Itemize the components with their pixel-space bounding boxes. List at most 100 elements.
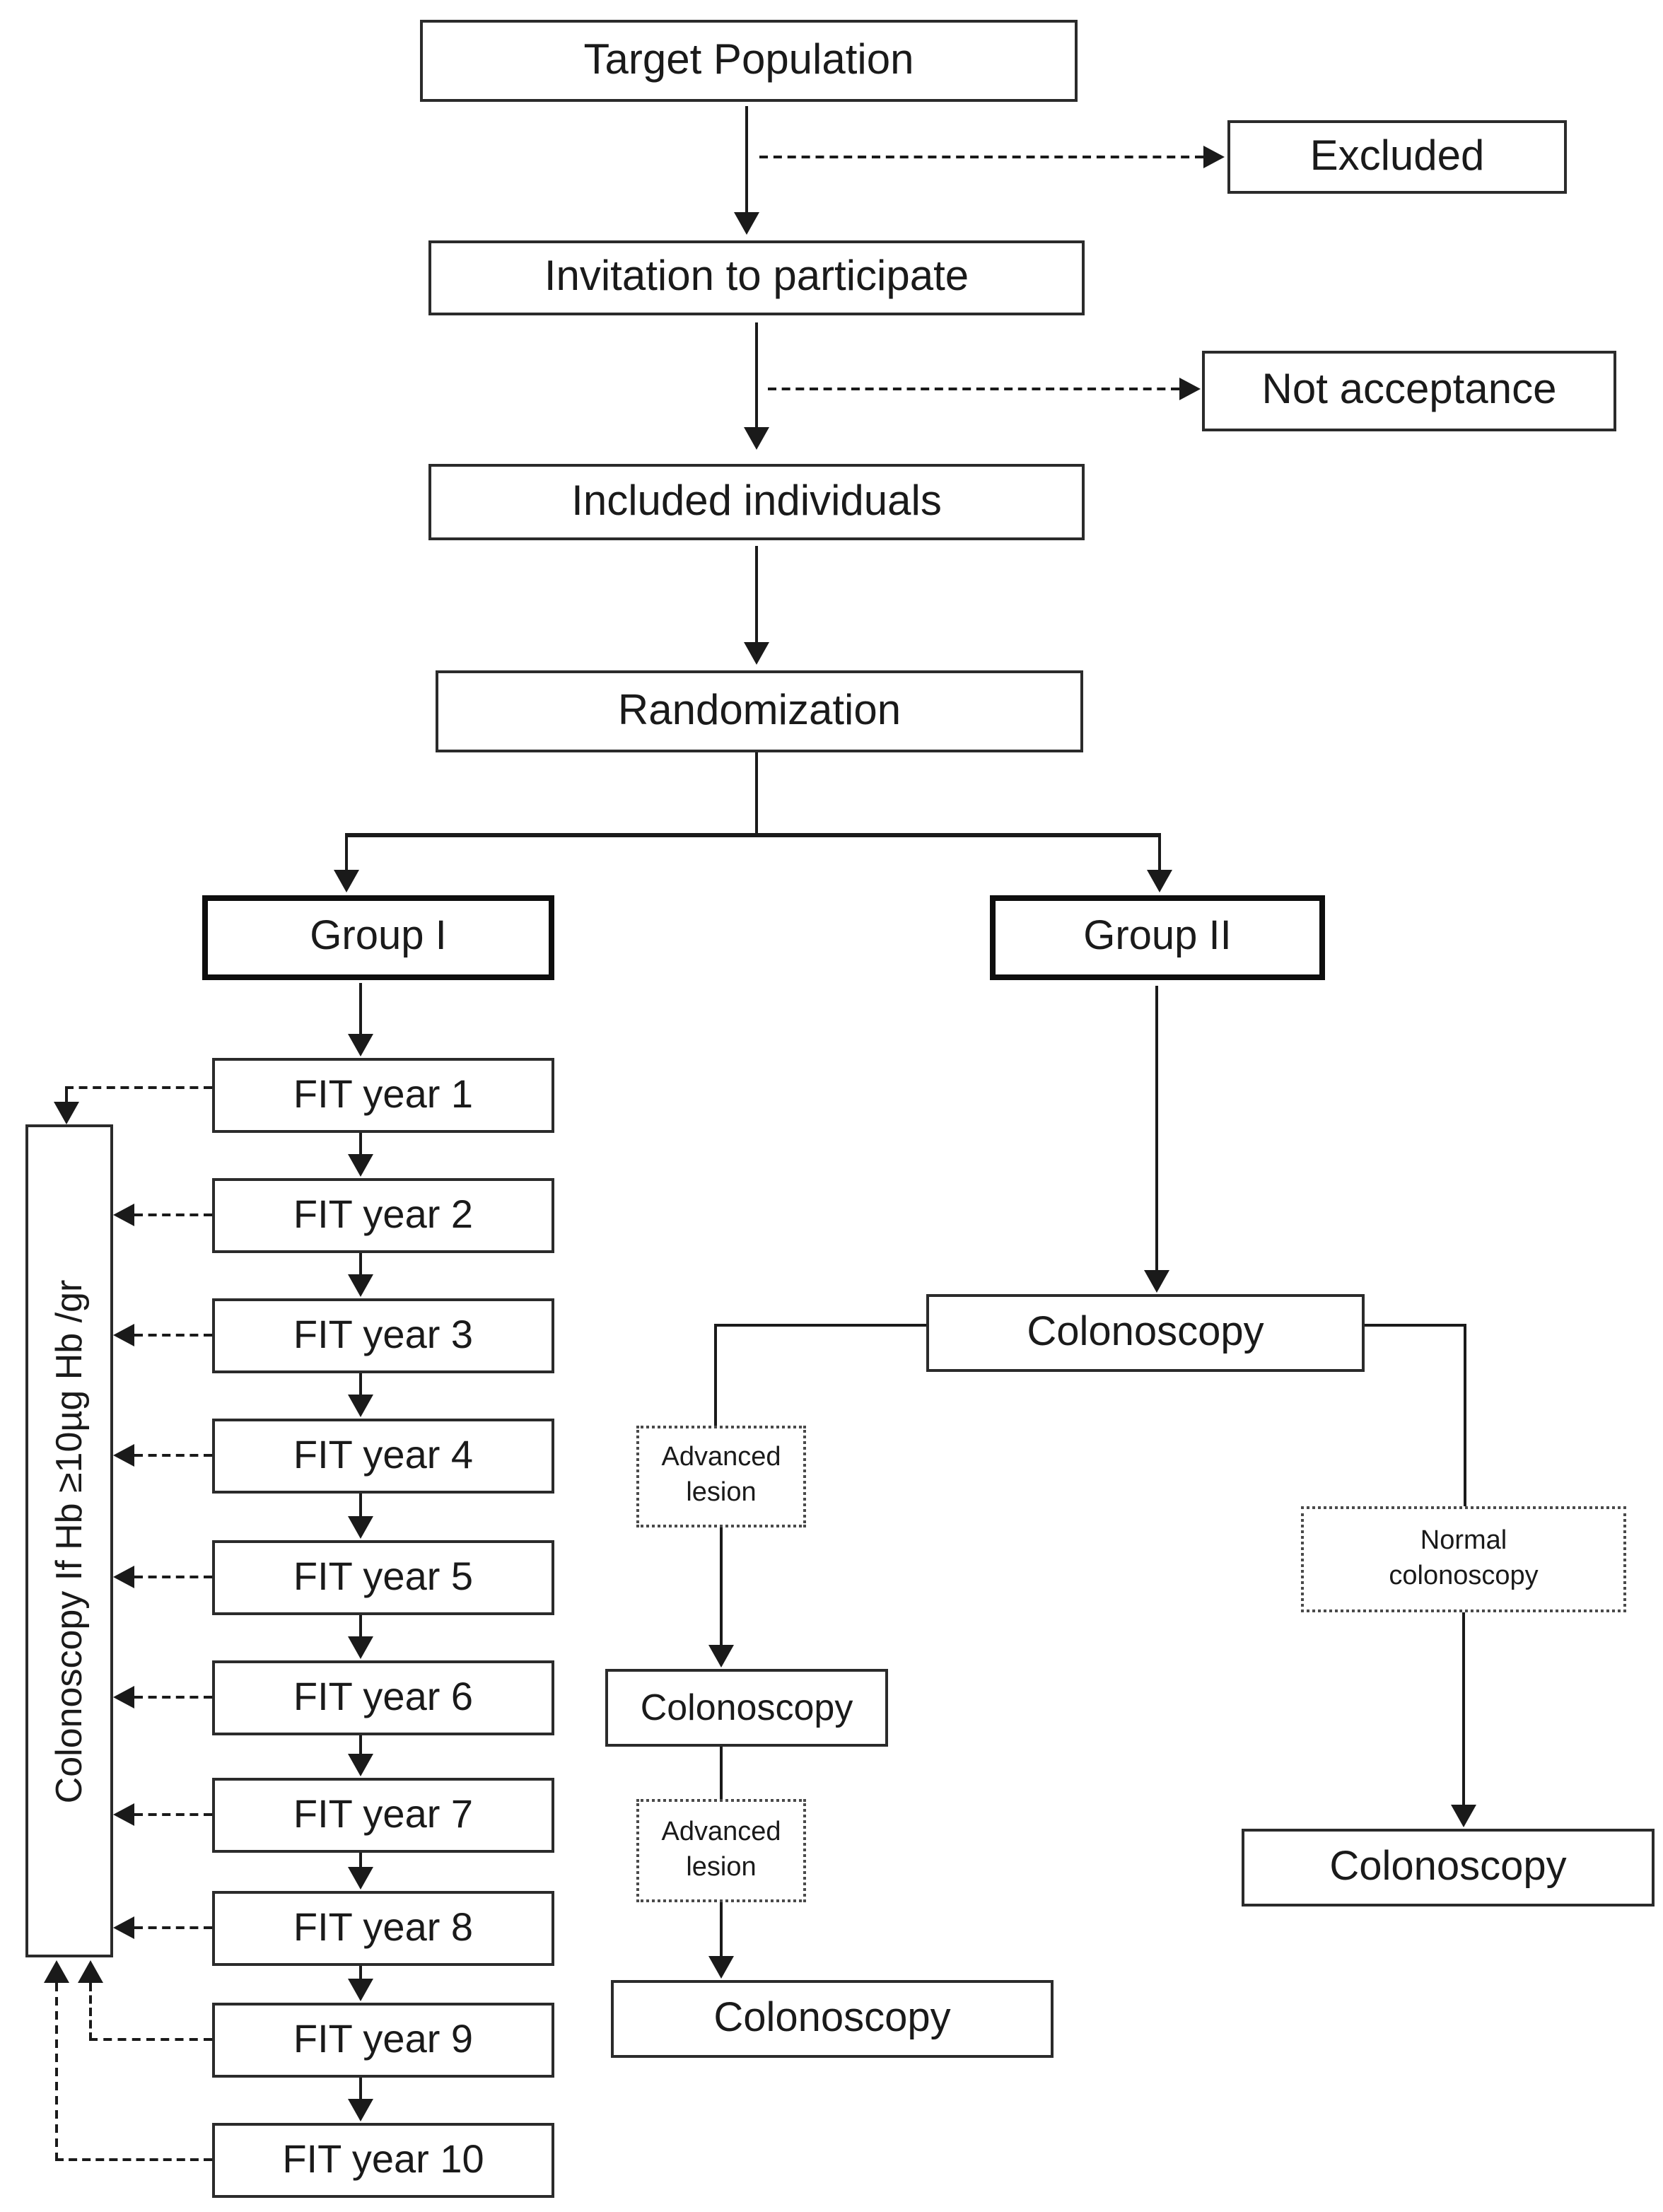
arrowhead-left-icon (113, 1324, 134, 1346)
node-group-1: Group I (202, 895, 554, 980)
arrow-included-to-randomization (755, 546, 758, 642)
connector-colonoscopy-to-advanced1-h (714, 1324, 926, 1327)
dashed-fit9-to-rule-v (89, 1983, 92, 2041)
connector-colonoscopy-to-normal-h (1365, 1324, 1466, 1327)
node-fit-year-3: FIT year 3 (212, 1298, 554, 1373)
arrow-invitation-to-included (755, 322, 758, 427)
node-label: Colonoscopy (1027, 1309, 1264, 1355)
arrow-target-to-invitation (745, 106, 748, 212)
node-label: Colonoscopy (1329, 1844, 1567, 1890)
split-stem-line (755, 752, 758, 836)
node-label: FIT year 3 (293, 1312, 474, 1357)
arrow-split-to-group2 (1158, 833, 1161, 870)
node-label: Target Population (583, 36, 914, 83)
arrow-fit1-to-fit2 (359, 1133, 362, 1154)
arrowhead-down-icon (1144, 1270, 1169, 1293)
arrow-fit2-to-fit3 (359, 1253, 362, 1274)
arrowhead-down-icon (348, 2099, 373, 2121)
node-label: Colonoscopy (640, 1685, 853, 1728)
node-fit-year-1: FIT year 1 (212, 1058, 554, 1133)
dashed-fit6-to-rule (134, 1696, 212, 1699)
dashed-fit10-to-rule-h (55, 2158, 212, 2161)
node-label: FIT year 7 (293, 1792, 474, 1836)
arrowhead-left-icon (113, 1916, 134, 1939)
arrowhead-down-icon (1451, 1805, 1476, 1827)
arrowhead-down-icon (54, 1102, 79, 1124)
node-label: FIT year 5 (293, 1554, 474, 1599)
arrow-fit3-to-fit4 (359, 1373, 362, 1395)
node-target-population: Target Population (420, 20, 1078, 102)
arrowhead-up-icon (44, 1960, 69, 1983)
node-label: FIT year 1 (293, 1072, 474, 1117)
node-label: Included individuals (571, 477, 942, 525)
connector-colonoscopyB-to-advanced2 (720, 1747, 723, 1799)
arrow-fit6-to-fit7 (359, 1735, 362, 1754)
arrowhead-left-icon (113, 1204, 134, 1226)
dashed-fit3-to-rule (134, 1334, 212, 1337)
node-normal-colonoscopy: Normal colonoscopy (1301, 1506, 1626, 1612)
arrow-split-to-group1 (345, 833, 348, 870)
arrow-fit7-to-fit8 (359, 1853, 362, 1867)
connector-colonoscopy-to-normal-v (1464, 1324, 1466, 1506)
node-label: FIT year 6 (293, 1675, 474, 1719)
arrowhead-left-icon (113, 1444, 134, 1467)
node-fit-year-5: FIT year 5 (212, 1540, 554, 1615)
arrow-fit9-to-fit10 (359, 2078, 362, 2099)
node-label: FIT year 2 (293, 1192, 474, 1237)
node-label: Advanced lesion (661, 1443, 781, 1508)
arrow-advanced1-to-colonoscopy (720, 1527, 723, 1645)
dashed-arrow-to-not-acceptance (768, 388, 1179, 390)
arrowhead-down-icon (708, 1956, 734, 1979)
arrowhead-down-icon (348, 1034, 373, 1056)
node-colonoscopy-if-hb-rule: Colonoscopy If Hb ≥10µg Hb /gr (25, 1124, 113, 1957)
node-label: Not acceptance (1261, 366, 1557, 414)
node-label: Invitation to participate (544, 253, 969, 301)
node-advanced-lesion-1: Advanced lesion (636, 1426, 806, 1527)
node-advanced-lesion-2: Advanced lesion (636, 1799, 806, 1902)
arrowhead-down-icon (734, 212, 759, 235)
split-horizontal-line (346, 833, 1161, 837)
node-fit-year-4: FIT year 4 (212, 1419, 554, 1494)
arrow-normal-to-colonoscopy (1462, 1612, 1465, 1805)
arrowhead-down-icon (744, 427, 769, 450)
node-label: Colonoscopy (713, 1995, 951, 2041)
node-label: FIT year 10 (282, 2137, 484, 2182)
arrowhead-up-icon (78, 1960, 103, 1983)
arrow-fit8-to-fit9 (359, 1966, 362, 1979)
node-label: Normal colonoscopy (1389, 1525, 1539, 1590)
node-label: Group II (1083, 914, 1232, 960)
arrowhead-right-icon (1179, 378, 1201, 400)
arrowhead-down-icon (708, 1645, 734, 1667)
dashed-fit2-to-rule (134, 1213, 212, 1216)
arrowhead-down-icon (348, 1154, 373, 1177)
arrowhead-down-icon (348, 1274, 373, 1297)
arrowhead-down-icon (1147, 870, 1172, 892)
dashed-arrow-to-excluded (759, 156, 1203, 158)
node-colonoscopy-after-lesion-1: Colonoscopy (605, 1669, 888, 1747)
node-label: Excluded (1309, 132, 1485, 180)
node-label: FIT year 8 (293, 1905, 474, 1950)
arrowhead-down-icon (348, 1979, 373, 2001)
arrow-fit4-to-fit5 (359, 1494, 362, 1516)
node-excluded: Excluded (1227, 120, 1567, 194)
node-fit-year-8: FIT year 8 (212, 1891, 554, 1966)
node-group-2: Group II (990, 895, 1325, 980)
arrowhead-right-icon (1203, 146, 1225, 168)
node-label: FIT year 4 (293, 1433, 474, 1477)
node-colonoscopy-after-lesion-2: Colonoscopy (611, 1980, 1054, 2058)
arrowhead-down-icon (744, 642, 769, 665)
node-fit-year-9: FIT year 9 (212, 2003, 554, 2078)
node-randomization: Randomization (436, 670, 1083, 752)
arrowhead-down-icon (348, 1395, 373, 1417)
node-fit-year-2: FIT year 2 (212, 1178, 554, 1253)
dashed-fit5-to-rule (134, 1576, 212, 1578)
arrow-group2-to-colonoscopy (1155, 986, 1158, 1270)
dashed-fit1-to-rule-h (65, 1086, 212, 1089)
arrowhead-down-icon (348, 1516, 373, 1539)
node-label: Group I (310, 914, 447, 960)
node-invitation: Invitation to participate (428, 240, 1085, 315)
dashed-fit1-to-rule-v (65, 1086, 68, 1102)
arrowhead-left-icon (113, 1566, 134, 1588)
node-colonoscopy-group2: Colonoscopy (926, 1294, 1365, 1372)
